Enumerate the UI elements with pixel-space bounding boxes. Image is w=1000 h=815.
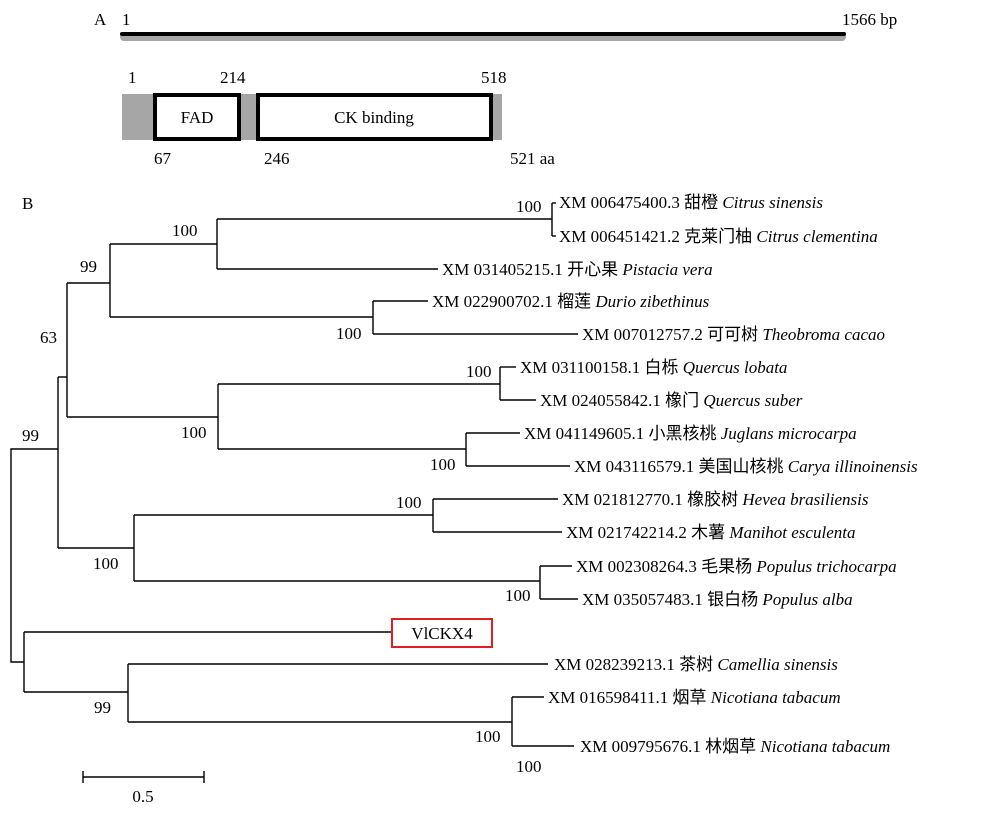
panel-b-label: B: [22, 194, 33, 213]
leaf-label-0: XM 006475400.3 甜橙 Citrus sinensis: [559, 193, 823, 212]
leaf-label-10: XM 021742214.2 木薯 Manihot esculenta: [566, 523, 855, 542]
scale-bar-label: 0.5: [132, 787, 153, 806]
bootstrap-citrus-pistacia: 100: [172, 221, 198, 240]
leaf-label-1: XM 006451421.2 克莱门柚 Citrus clementina: [559, 227, 878, 246]
vlckx4-label: VlCKX4: [411, 624, 473, 643]
leaf-label-8: XM 043116579.1 美国山核桃 Carya illinoinensis: [574, 457, 918, 476]
bootstrap-populus: 100: [505, 586, 531, 605]
leaf-labels: XM 006475400.3 甜橙 Citrus sinensis XM 006…: [432, 193, 918, 756]
fad-domain-label: FAD: [181, 108, 214, 127]
bootstrap-juglandaceae: 100: [430, 455, 456, 474]
leaf-label-15: XM 009795676.1 林烟草 Nicotiana tabacum: [580, 737, 890, 756]
ck-binding-domain-box: [256, 93, 493, 141]
gene-bar: [120, 32, 846, 36]
bootstrap-sapindales-malvales: 99: [80, 257, 97, 276]
bootstrap-node63: 63: [40, 328, 57, 347]
fad-domain-box: [153, 93, 241, 141]
scale-bar: 0.5: [82, 771, 205, 806]
leaf-label-9: XM 021812770.1 橡胶树 Hevea brasiliensis: [562, 490, 869, 509]
protein-pos-67: 67: [154, 149, 172, 168]
gene-start-label: 1: [122, 10, 131, 29]
protein-pos-end: 521 aa: [510, 149, 555, 168]
leaf-label-3: XM 022900702.1 榴莲 Durio zibethinus: [432, 292, 710, 311]
leaf-label-7: XM 041149605.1 小黑核桃 Juglans microcarpa: [524, 424, 857, 443]
bootstrap-rosids: 99: [22, 426, 39, 445]
leaf-label-2: XM 031405215.1 开心果 Pistacia vera: [442, 260, 713, 279]
leaf-label-13: XM 028239213.1 茶树 Camellia sinensis: [554, 655, 838, 674]
panel-a-label: A: [94, 10, 107, 29]
bootstrap-hevea-manihot: 100: [396, 493, 422, 512]
leaf-label-5: XM 031100158.1 白栎 Quercus lobata: [520, 358, 787, 377]
vlckx4-highlight-box: [391, 618, 493, 648]
bootstrap-malpighiales: 100: [93, 554, 119, 573]
protein-pos-518: 518: [481, 68, 507, 87]
leaf-label-4: XM 007012757.2 可可树 Theobroma cacao: [582, 325, 885, 344]
protein-pos-start: 1: [128, 68, 137, 87]
leaf-label-12: XM 035057483.1 银白杨 Populus alba: [582, 590, 853, 609]
protein-pos-246: 246: [264, 149, 290, 168]
bootstrap-nicotiana-tip: 100: [516, 757, 542, 776]
gene-end-label: 1566 bp: [842, 10, 897, 29]
leaf-label-6: XM 024055842.1 橡门 Quercus suber: [540, 391, 803, 410]
bootstrap-fagales: 100: [181, 423, 207, 442]
leaf-label-14: XM 016598411.1 烟草 Nicotiana tabacum: [548, 688, 841, 707]
bootstrap-values: 100 100 99 100 63 100 100 99 100 100 100…: [22, 197, 542, 776]
bootstrap-durio-theobroma: 100: [336, 324, 362, 343]
protein-pos-214: 214: [220, 68, 246, 87]
bootstrap-nicotiana: 100: [475, 727, 501, 746]
bootstrap-asterids: 99: [94, 698, 111, 717]
branch-root: [10, 448, 24, 663]
phylogenetic-tree: [10, 202, 578, 747]
ck-binding-domain-label: CK binding: [334, 108, 414, 127]
bootstrap-citrus: 100: [516, 197, 542, 216]
leaf-label-11: XM 002308264.3 毛果杨 Populus trichocarpa: [576, 557, 897, 576]
bootstrap-quercus: 100: [466, 362, 492, 381]
